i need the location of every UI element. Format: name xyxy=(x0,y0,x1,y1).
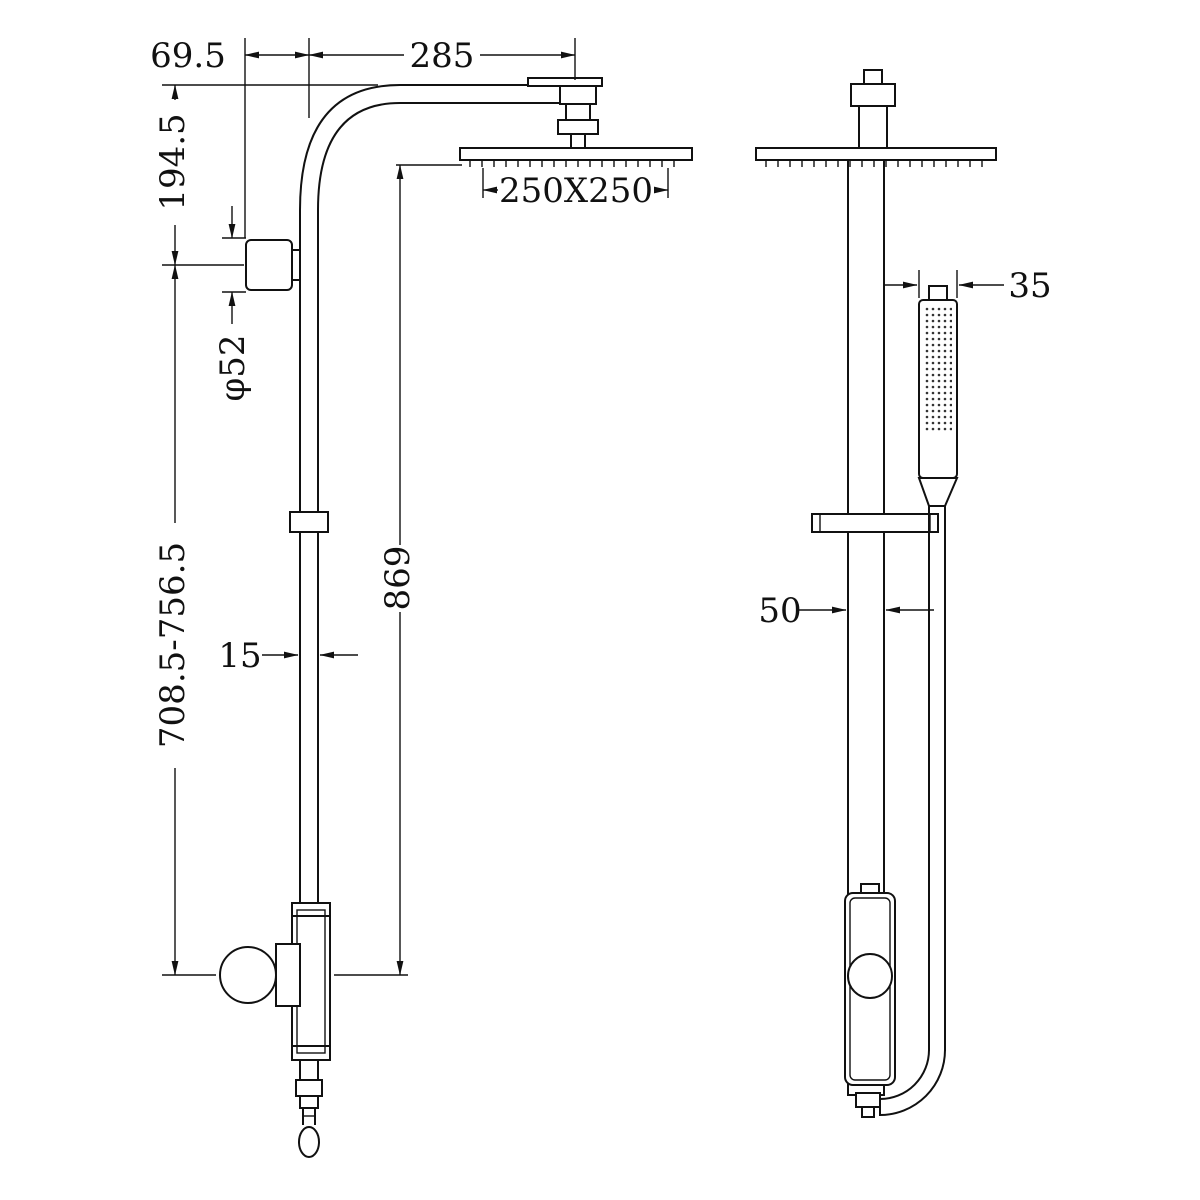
slider-bracket-front xyxy=(289,511,329,533)
dim-head-size: 250X250 xyxy=(482,171,669,211)
diverter-button xyxy=(847,953,893,999)
dim-rail-width: 15 xyxy=(218,636,358,676)
dim-height-range-label: 708.5-756.5 xyxy=(153,542,193,748)
dimension-annotations: 69.5 285 250X250 194.5 708.5-756.5 xyxy=(150,36,1052,976)
dim-arm-length: 285 xyxy=(308,36,576,76)
shower-head-nozzles-side xyxy=(765,160,983,167)
dim-wall-offset: 69.5 xyxy=(150,36,310,76)
hose-ball-joint xyxy=(298,1126,320,1158)
hand-shower-cone xyxy=(917,477,959,507)
front-view xyxy=(219,77,693,1158)
dim-top-to-bracket: 194.5 xyxy=(153,84,193,266)
hand-shower xyxy=(917,285,959,507)
shower-head-nozzles xyxy=(469,160,675,167)
ceiling-plate xyxy=(527,77,603,87)
wall-bracket xyxy=(245,239,301,291)
dim-rail-width-label: 15 xyxy=(218,636,261,676)
dim-hand-shower-width: 35 xyxy=(884,266,1052,306)
slide-bar xyxy=(811,513,939,533)
diverter-knob xyxy=(219,943,301,1007)
dim-hand-shower-width-label: 35 xyxy=(1008,266,1051,306)
rail-outer-line xyxy=(299,84,561,1081)
dim-rail-height: 869 xyxy=(378,164,418,976)
ceiling-mount-side xyxy=(850,69,896,149)
dim-wall-offset-label: 69.5 xyxy=(150,36,226,76)
side-view xyxy=(755,69,997,1118)
dim-head-size-label: 250X250 xyxy=(499,171,653,211)
dim-height-range: 708.5-756.5 xyxy=(153,264,193,976)
bottom-fitting-side xyxy=(855,1092,881,1118)
shower-head-side xyxy=(755,147,997,167)
dim-flange-diameter: φ52 xyxy=(213,206,253,402)
dim-rail-depth: 50 xyxy=(758,591,934,631)
rail-inner-line xyxy=(317,102,563,1081)
dim-rail-depth-label: 50 xyxy=(758,591,801,631)
head-connector xyxy=(557,85,599,151)
shower-head-front xyxy=(459,147,693,167)
hose-elbow xyxy=(878,1048,947,1117)
dim-flange-diameter-label: φ52 xyxy=(213,334,253,401)
hand-shower-face xyxy=(924,307,952,431)
dim-arm-length-label: 285 xyxy=(410,36,475,76)
dim-top-to-bracket-label: 194.5 xyxy=(153,113,193,210)
outlet-connector-front xyxy=(295,1079,323,1158)
diverter-side xyxy=(844,883,896,1086)
dim-rail-height-label: 869 xyxy=(378,546,418,611)
extension-lines xyxy=(162,38,958,976)
